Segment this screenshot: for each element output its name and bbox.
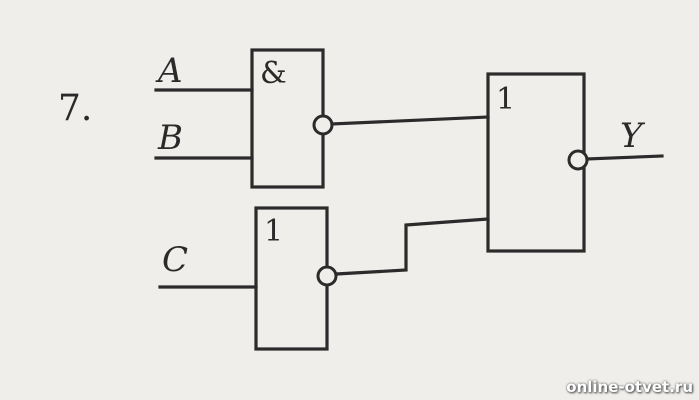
and-gate-symbol: & [260,56,287,91]
wire-output-y [585,154,664,161]
input-label-a: A [158,51,183,91]
wire-and-to-out [330,115,490,126]
watermark: online-otvet.ru [566,378,693,396]
problem-number: 7. [58,88,93,129]
input-label-c: C [162,240,189,280]
or-gate-c-inverter-bubble [316,265,338,287]
or-gate-out-inverter-bubble [567,149,589,171]
or-gate-c-symbol: 1 [264,214,284,249]
wire-orc-to-out [334,217,490,276]
input-label-b: B [158,118,183,158]
or-gate-out-symbol: 1 [496,82,516,117]
and-gate-inverter-bubble [312,114,334,136]
output-label-y: Y [620,116,643,156]
